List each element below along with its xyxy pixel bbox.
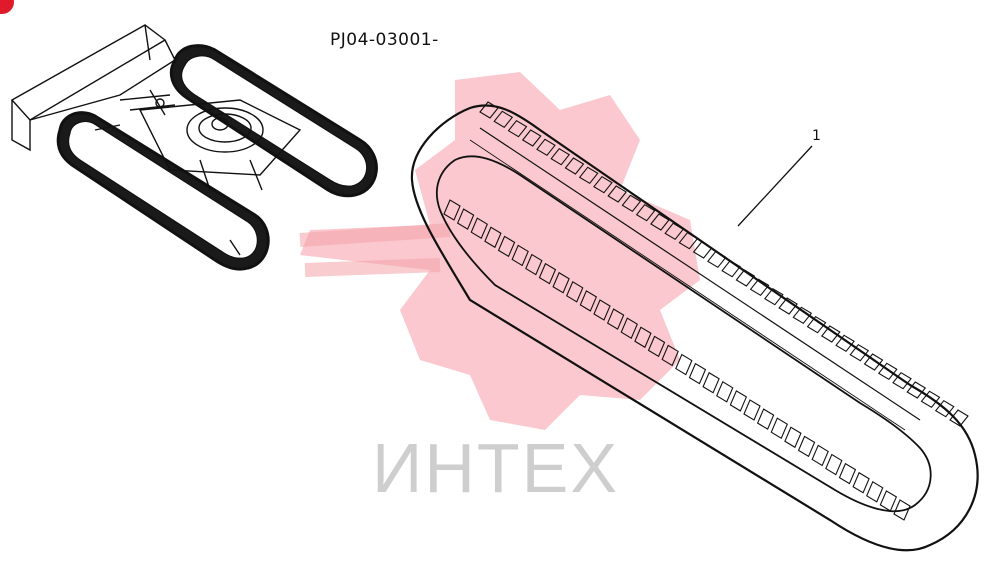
tread-lug	[635, 203, 656, 222]
tread-lug	[866, 481, 884, 503]
tread-lug	[949, 409, 969, 427]
tread-lug	[536, 138, 556, 157]
tread-lug	[470, 217, 488, 239]
part-code-label: PJ04-03001-	[330, 30, 439, 50]
tread-lug	[593, 175, 613, 194]
tread-lug	[606, 308, 625, 330]
tread-lug	[664, 222, 684, 241]
tread-lug	[550, 147, 571, 166]
tread-lug	[578, 166, 599, 185]
tread-lug	[849, 343, 870, 362]
tread-lug	[877, 362, 898, 381]
tread-lug	[920, 390, 941, 409]
tread-lug	[607, 185, 628, 203]
tread-lug	[552, 271, 570, 294]
tread-lug	[792, 306, 813, 325]
tread-lug	[621, 194, 642, 213]
tread-lug	[497, 235, 516, 258]
tread-lug	[879, 490, 898, 512]
tread-lug	[579, 290, 598, 312]
tread-lug	[820, 325, 841, 343]
tread-lug	[729, 390, 748, 412]
tread-lug	[566, 281, 584, 303]
tread-lug	[934, 399, 955, 418]
watermark-stripes	[299, 223, 451, 277]
tread-lug	[770, 417, 788, 439]
tread-lug	[564, 157, 585, 175]
tread-lug	[484, 226, 502, 249]
tread-lug	[507, 119, 528, 138]
tread-lug	[456, 208, 475, 230]
tread-lug	[443, 199, 461, 221]
tread-lug	[650, 213, 670, 231]
tread-lug	[838, 462, 857, 485]
tread-lug	[678, 231, 699, 250]
tread-lug	[735, 269, 756, 287]
tread-lug	[825, 453, 843, 476]
tread-lug	[892, 371, 912, 390]
tread-lug	[707, 250, 727, 269]
tread-lug	[479, 101, 499, 119]
tread-lug	[493, 110, 514, 129]
tread-lug	[811, 444, 829, 467]
tread-lug	[863, 353, 884, 371]
tread-lug	[749, 278, 770, 297]
tread-lug	[525, 253, 543, 276]
tread-lug	[620, 317, 638, 339]
tread-lug	[702, 371, 720, 394]
tread-lug	[893, 499, 911, 521]
tread-lug	[764, 287, 784, 306]
tread-lug	[852, 471, 870, 494]
tread-lug	[835, 334, 855, 353]
tread-lug	[661, 344, 679, 367]
tread-lug	[634, 326, 652, 349]
tread-lug	[784, 426, 802, 449]
tread-lug	[521, 129, 542, 147]
tread-lug	[806, 315, 827, 334]
watermark-text: ИНТЕХ	[372, 429, 620, 507]
tread-lug	[688, 362, 707, 385]
tread-lug	[511, 244, 529, 267]
tread-lug	[692, 241, 713, 259]
tread-lug	[778, 297, 798, 315]
track-tread-top	[479, 101, 969, 427]
tread-lug	[797, 435, 816, 458]
undercarriage-assembly	[10, 24, 378, 271]
callout-number-1: 1	[812, 128, 821, 144]
tread-lug	[743, 399, 761, 421]
tread-lug	[647, 335, 666, 358]
callout-1-leader	[737, 145, 813, 227]
tread-lug	[593, 299, 611, 321]
tread-lug	[538, 262, 557, 285]
tread-lug	[756, 408, 775, 430]
tread-lug	[675, 353, 693, 376]
tread-lug	[906, 381, 927, 399]
track-tread-bottom	[443, 199, 911, 521]
tread-lug	[721, 259, 741, 278]
tread-lug	[716, 381, 734, 403]
